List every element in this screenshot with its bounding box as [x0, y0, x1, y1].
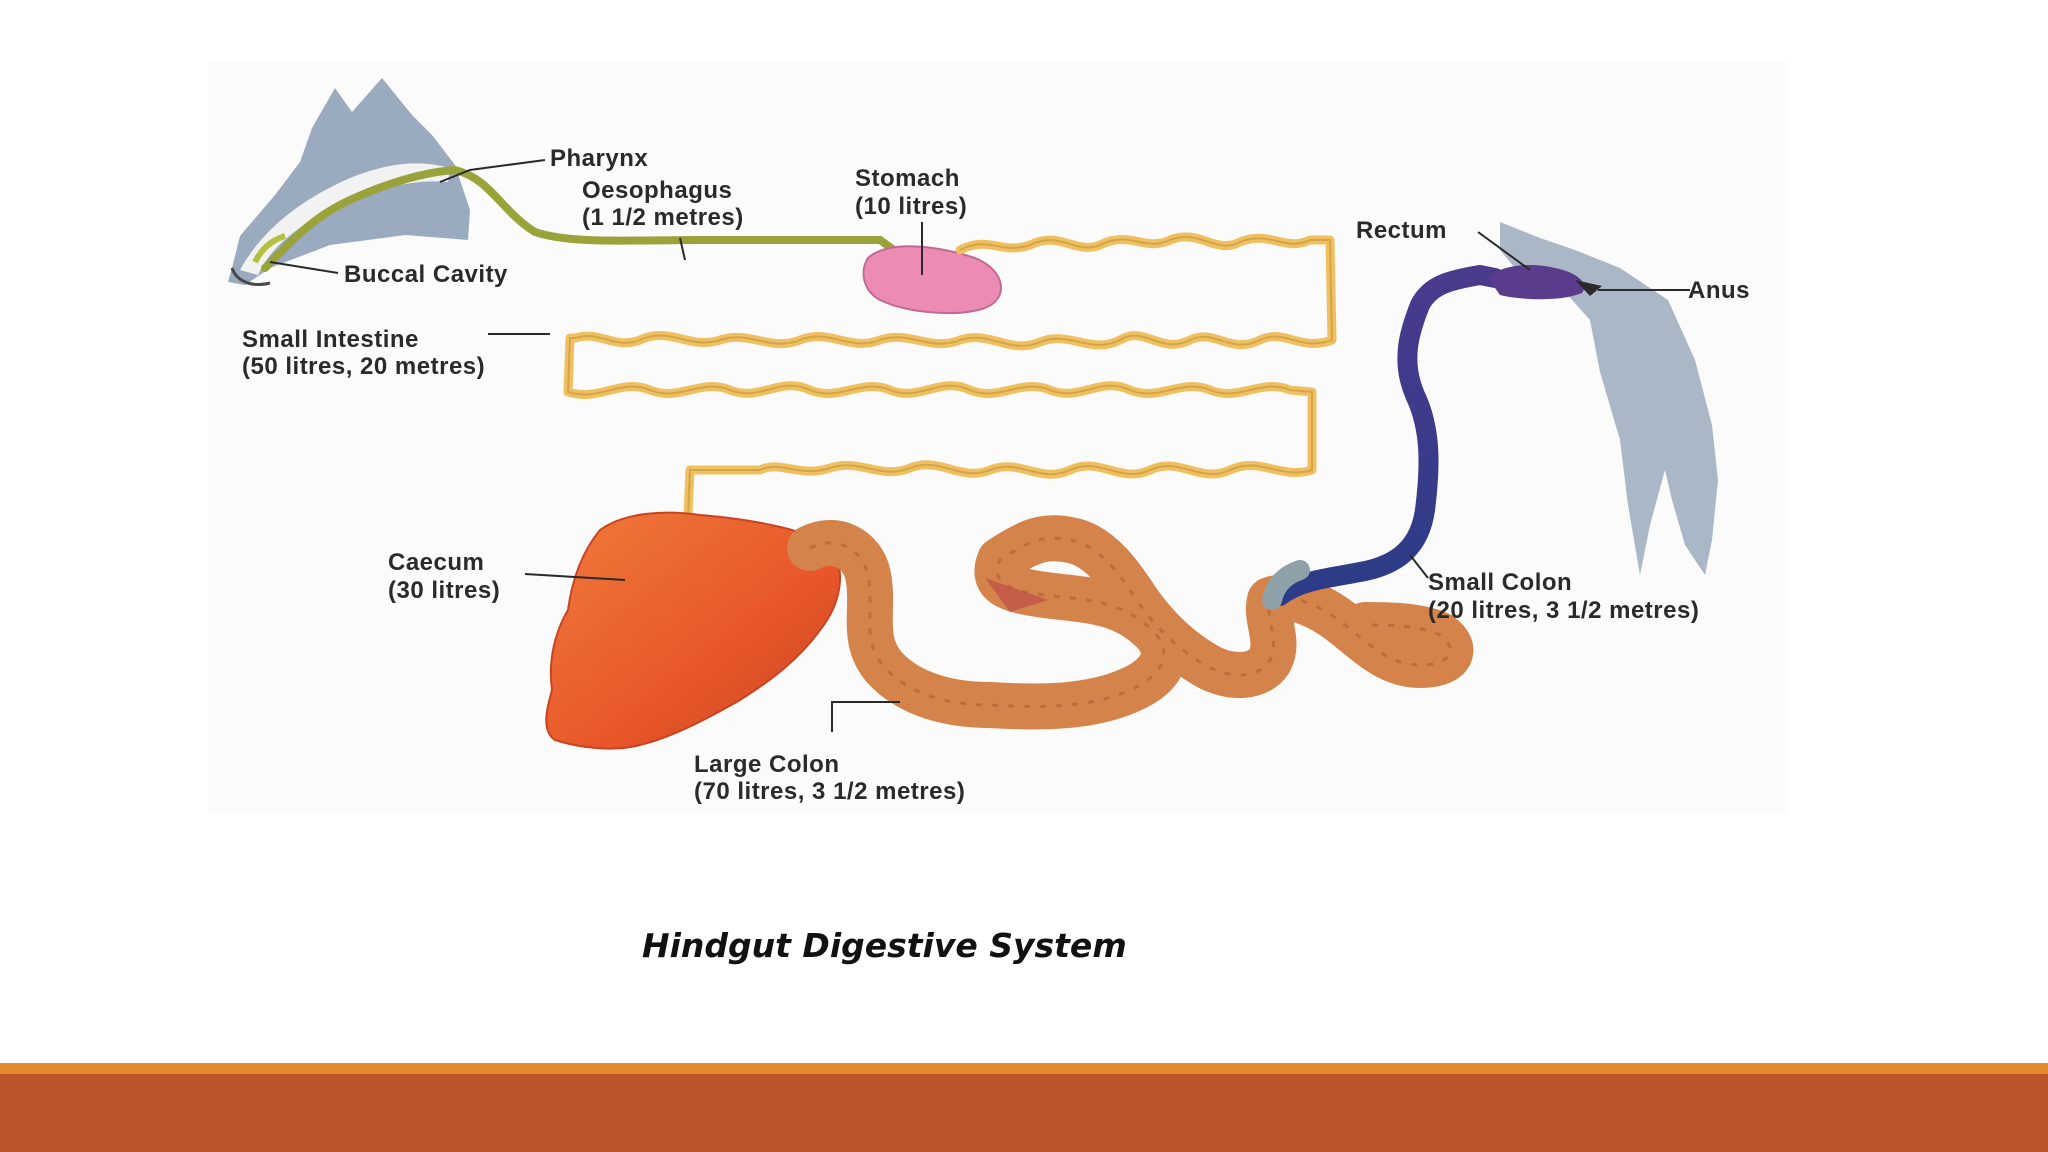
label-caecum-name: Caecum [388, 549, 484, 576]
label-stomach-name: Stomach [855, 165, 960, 192]
label-small-colon-name: Small Colon [1428, 569, 1572, 596]
footer-bar [0, 1074, 2048, 1152]
label-caecum-detail: (30 litres) [388, 577, 500, 604]
horse-head-silhouette [228, 78, 470, 286]
label-large-colon-detail: (70 litres, 3 1/2 metres) [694, 778, 965, 805]
label-small-intestine-name: Small Intestine [242, 326, 419, 353]
figure-caption: Hindgut Digestive System [642, 926, 1127, 965]
label-pharynx: Pharynx [550, 145, 648, 172]
horse-tail-silhouette [1500, 222, 1718, 575]
label-anus: Anus [1688, 277, 1750, 304]
label-small-colon-detail: (20 litres, 3 1/2 metres) [1428, 597, 1699, 624]
label-small-intestine-detail: (50 litres, 20 metres) [242, 353, 485, 380]
label-stomach-detail: (10 litres) [855, 193, 967, 220]
label-large-colon-name: Large Colon [694, 751, 840, 778]
label-oesophagus-detail: (1 1/2 metres) [582, 204, 744, 231]
rectum-shape [1488, 265, 1585, 300]
small-colon-tube [1270, 264, 1505, 606]
footer-accent-stripe [0, 1063, 2048, 1074]
label-rectum: Rectum [1356, 217, 1447, 244]
label-oesophagus-name: Oesophagus [582, 177, 732, 204]
leader-lines [269, 159, 1690, 732]
anus-shape [1575, 280, 1602, 296]
caecum-shape [545, 511, 842, 750]
stomach-shape [862, 245, 1002, 315]
label-buccal-cavity: Buccal Cavity [344, 261, 508, 288]
large-colon-tube [787, 515, 1474, 730]
